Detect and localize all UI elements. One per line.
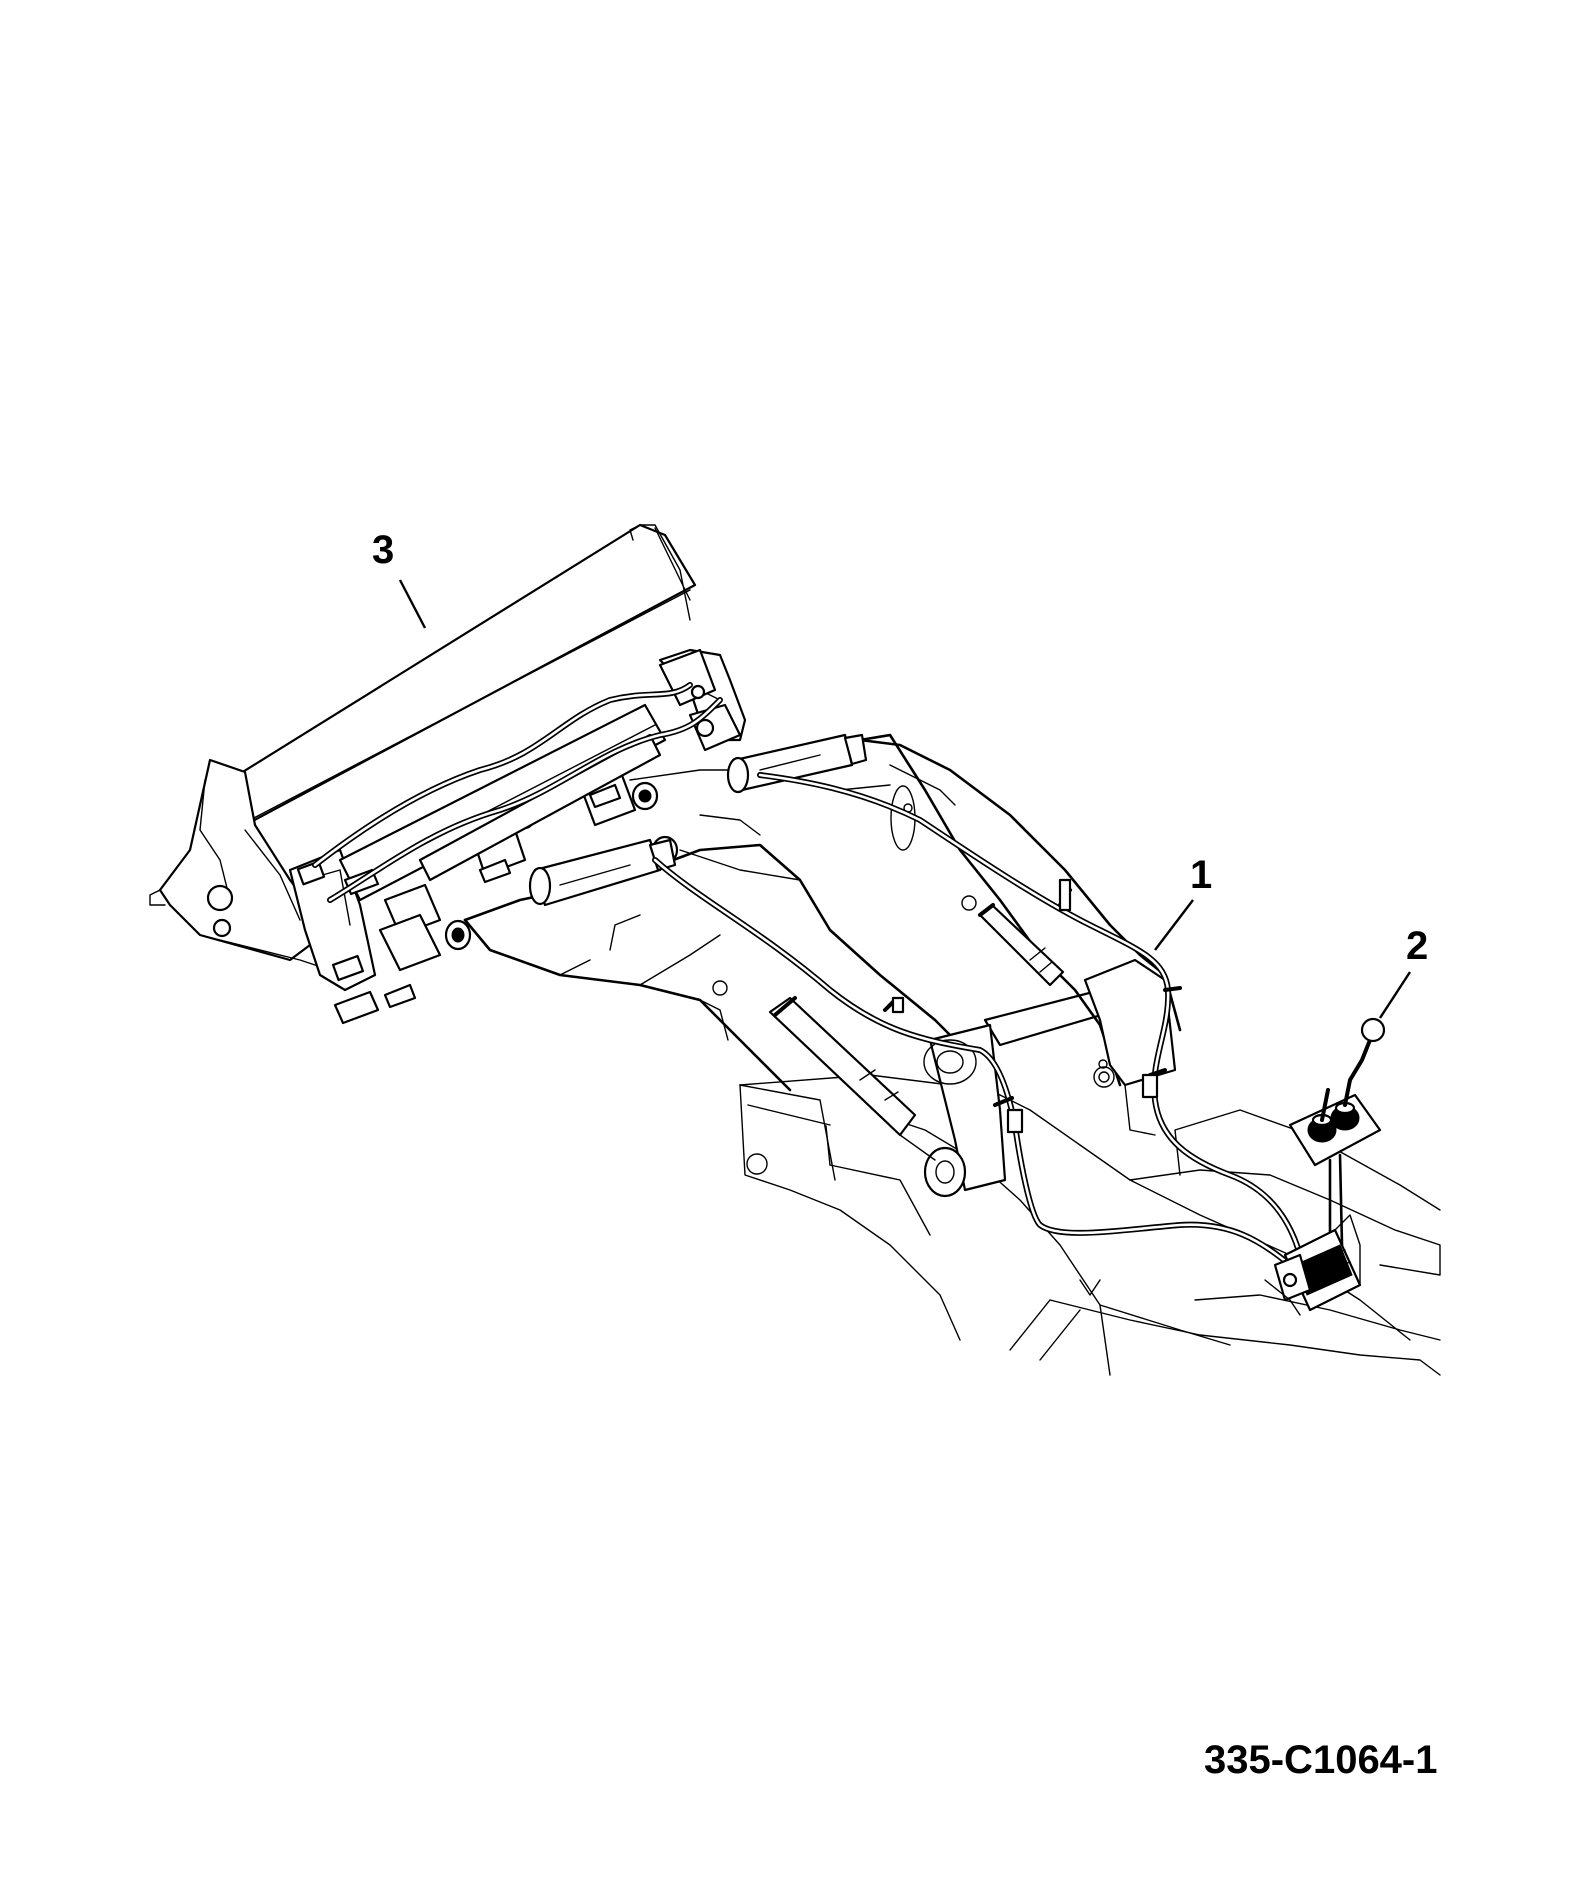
hydraulic-hoses	[312, 682, 1303, 1268]
leader-lines	[398, 579, 1412, 1019]
callout-item-3: 3	[372, 528, 395, 572]
control-valve-lever	[1264, 1017, 1386, 1316]
drawing-number: 335-C1064-1	[1204, 1738, 1438, 1782]
lift-rams	[768, 895, 1065, 1198]
callout-item-2: 2	[1406, 924, 1429, 968]
crowd-rams	[528, 733, 868, 907]
bucket	[149, 523, 747, 1025]
callout-item-1: 1	[1190, 853, 1213, 897]
